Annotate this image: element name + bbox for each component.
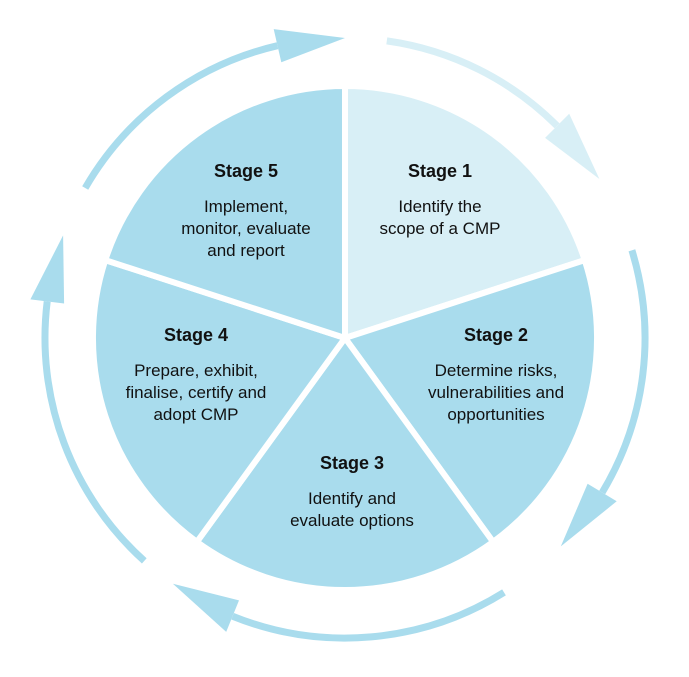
arrow-arc-stage-4 <box>41 300 147 564</box>
arrow-arc-stage-1 <box>386 37 560 129</box>
stage-2-label: Stage 2 Determine risks, vulnerabilities… <box>386 324 606 426</box>
segment-stage-2 <box>342 257 601 545</box>
arrow-arc-stage-5 <box>82 42 279 190</box>
stage-1-label: Stage 1 Identify the scope of a CMP <box>330 160 550 240</box>
arrowhead-stage-1-icon <box>545 113 600 179</box>
stage-2-title: Stage 2 <box>463 325 529 345</box>
arrowhead-stage-2-icon <box>560 483 617 547</box>
stage-5-label: Stage 5 Implement, monitor, evaluate and… <box>136 160 356 262</box>
stage-4-label: Stage 4 Prepare, exhibit, finalise, cert… <box>86 324 306 426</box>
stage-5-description: Implement, monitor, evaluate and report <box>181 197 311 260</box>
arrowhead-stage-3-icon <box>172 583 239 632</box>
segment-stage-3 <box>193 335 497 594</box>
segment-stage-1 <box>342 83 588 341</box>
pie-segments <box>89 83 601 594</box>
cycle-arrows <box>30 29 649 642</box>
stage-1-description: Identify the scope of a CMP <box>379 197 501 238</box>
stage-4-title: Stage 4 <box>163 325 229 345</box>
arrowhead-stage-5-icon <box>273 29 345 63</box>
arrow-arc-stage-3 <box>231 589 506 642</box>
stage-3-description: Identify and evaluate options <box>290 489 414 530</box>
segment-stage-4 <box>89 257 348 545</box>
stage-3-title: Stage 3 <box>319 453 385 473</box>
segment-stage-5 <box>102 83 348 341</box>
stage-1-title: Stage 1 <box>407 161 473 181</box>
stage-3-label: Stage 3 Identify and evaluate options <box>242 452 462 532</box>
arrowhead-stage-4-icon <box>30 235 65 304</box>
arrow-arc-stage-2 <box>599 249 649 495</box>
stage-4-description: Prepare, exhibit, finalise, certify and … <box>125 361 267 424</box>
stage-2-description: Determine risks, vulnerabilities and opp… <box>427 361 565 424</box>
stage-5-title: Stage 5 <box>213 161 279 181</box>
